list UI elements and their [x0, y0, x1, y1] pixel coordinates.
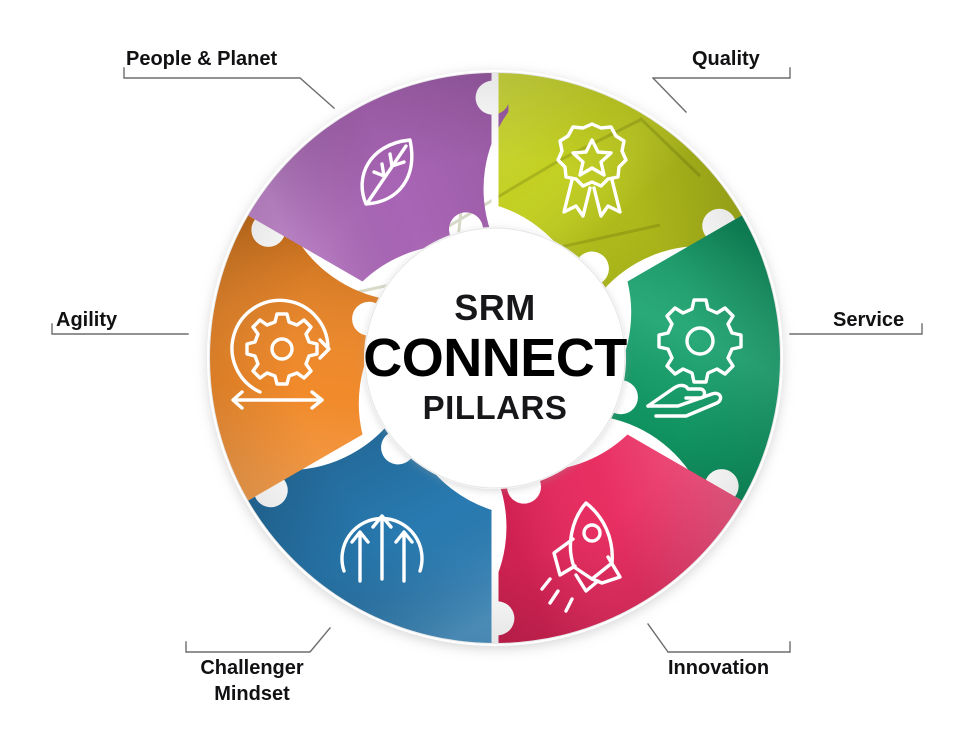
baseline-arrow-head	[310, 390, 324, 410]
label-quality[interactable]: Quality	[692, 48, 760, 70]
gear-shape	[657, 298, 743, 384]
label-challenger-mindset[interactable]: Challenger Mindset	[200, 657, 304, 705]
award-rosette-icon	[556, 122, 628, 218]
rocket-icon	[540, 501, 622, 613]
leader-innovation	[647, 623, 791, 653]
icons-group	[230, 122, 743, 613]
leader-lines-group	[51, 67, 923, 653]
label-service[interactable]: Service	[833, 309, 905, 331]
cycle-arrow-head	[318, 338, 331, 360]
hand-fingers	[646, 391, 723, 418]
leader-service	[789, 323, 923, 335]
baseline-arrow-head-left	[231, 390, 244, 410]
gear-cycle-icon	[230, 298, 331, 410]
leader-quality	[652, 67, 791, 113]
gear-shape	[245, 312, 319, 386]
three-up-arrows-icon	[340, 514, 424, 583]
leader-agility	[51, 323, 189, 335]
cycle-arc	[230, 298, 330, 394]
label-innovation[interactable]: Innovation	[668, 657, 770, 679]
leader-challenger-mindset	[185, 627, 331, 653]
leaf-icon	[360, 138, 414, 206]
center-hub-ring	[364, 227, 626, 489]
label-agility[interactable]: Agility	[56, 309, 118, 331]
hand-gear-icon	[646, 298, 743, 418]
leader-people-planet	[123, 67, 335, 109]
label-people-planet[interactable]: People & Planet	[126, 48, 278, 70]
